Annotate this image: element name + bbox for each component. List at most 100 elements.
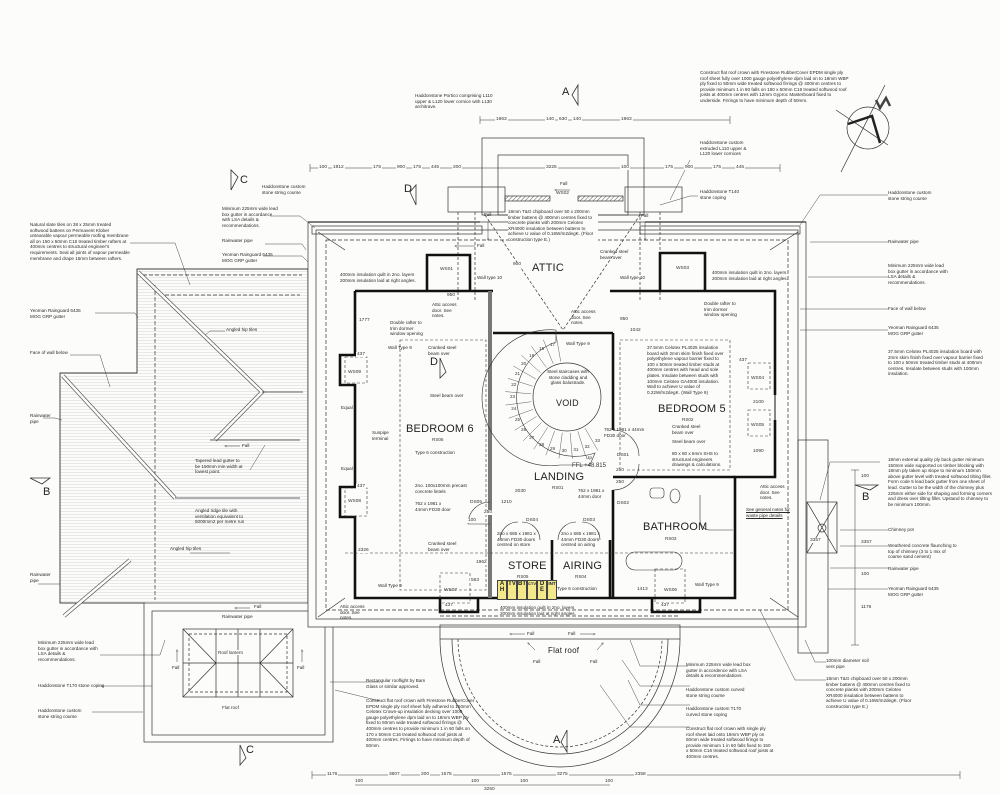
note-attic-access: Attic access door. See notes. [340, 604, 365, 621]
note-yeoman-gutter: Yeoman Rainguard 6435 MOG GRP gutter [888, 325, 939, 336]
dimension-label: 1210 [500, 500, 513, 505]
dimension-label: 563 [470, 578, 481, 583]
dimension-label: 1575 [440, 772, 453, 777]
stair-number: 25 [515, 416, 521, 422]
room-code-bedroom-5: RS02 [682, 417, 694, 422]
dimension-label: 1176 [326, 772, 339, 777]
note-stair-up: Up [586, 455, 592, 460]
note-lintels: 2no. 100x100mm precast concrete lintels [415, 483, 467, 494]
stair-number: 29 [550, 446, 556, 452]
stair-tread [531, 346, 547, 368]
fall-label: Fall [484, 212, 492, 217]
dimension-label: 2326 [357, 548, 370, 553]
section-marker-c: C [240, 174, 248, 186]
stair-number: 18 [539, 346, 545, 352]
label-flat-roof-bay: Flat roof [548, 646, 580, 655]
dimension-label: 950 [446, 293, 457, 298]
dimension-label: 250 [615, 468, 626, 473]
note-face-of-wall: Face of wall below [888, 306, 926, 311]
note-rainwater-pipe: Rainwater pipe [30, 572, 51, 583]
note-rainwater-pipe: Rainwater pipe [222, 614, 253, 619]
dimension-label: 2030 [514, 489, 527, 494]
fall-label: Fall [242, 443, 250, 448]
dimension-label: 950 [619, 317, 630, 322]
stair-tread [514, 416, 537, 431]
section-marker-b: B [862, 491, 870, 503]
note-wall-type: Wall Type 9 [566, 341, 590, 346]
note-sunpipe: Sunpipe terminal [372, 430, 389, 441]
note-box-gutter: Minimum 225mm wide lead box gutter in ac… [222, 206, 278, 228]
store-label: AH [497, 580, 507, 600]
note-soil-vent-pipe: 100mm diameter soil vent pipe [826, 658, 869, 669]
window-tag: WS09 [348, 370, 362, 375]
room-label-bedroom-6: BEDROOM 6 [406, 423, 474, 435]
dimension-label: 1777 [358, 318, 371, 323]
portico [447, 137, 683, 331]
stair-number: 33 [594, 438, 600, 444]
stair-number: 31 [573, 447, 579, 453]
bathroom-fixtures [625, 487, 733, 571]
note-rainwater-pipe: Rainwater pipe [222, 238, 253, 243]
stair-number: 28 [539, 441, 545, 447]
stair-number: 24 [511, 405, 517, 411]
section-marker-d: D [430, 356, 438, 368]
dimension-label: 1176 [860, 605, 873, 610]
stair-tread [505, 391, 532, 395]
note-construction-type: Type 6 construction [557, 586, 597, 591]
dimension-label: 3250 [483, 787, 496, 792]
dimension-label: 1413 [636, 587, 649, 592]
note-string-course: Haddonstone custom stone string course [38, 708, 82, 719]
section-marker-b: B [43, 486, 51, 498]
room-code-store: RS05 [517, 574, 529, 579]
dimension-label: 3607 [388, 772, 401, 777]
stair-tread [569, 432, 573, 459]
stair-tread [543, 339, 554, 364]
note-t140-coping: Haddonstone T140 stone coping [700, 189, 739, 200]
door-tag: DS03 [583, 518, 595, 523]
room-code-landing: RS01 [552, 485, 564, 490]
room-label-void: VOID [556, 398, 579, 408]
dimension-label: 1090 [752, 449, 765, 454]
dimension-label: 250 [615, 480, 626, 485]
dimension-label: 200 [452, 165, 463, 170]
note-door-spec: 2no x 686 x 1981 x 44mm FD30 doors centr… [497, 531, 536, 548]
window-tag: WS05 [751, 423, 765, 428]
window-tag: WS03 [676, 266, 690, 271]
fall-label: Fall [590, 659, 598, 664]
dimension-label: 1575 [500, 772, 513, 777]
window-tag: WS07 [444, 588, 458, 593]
note-wall-type: Wall Type 9 [388, 345, 412, 350]
note-wall-type: Wall type 10 [477, 275, 503, 280]
note-chimney-pot: Chimney pot [888, 527, 914, 532]
store-label: INT [547, 580, 557, 600]
note-wall-type: Wall Type 9 [695, 582, 719, 587]
fall-label: Fall [533, 659, 541, 664]
dimension-label: 200 [420, 772, 431, 777]
fall-label: Fall [560, 181, 568, 186]
dimension-label: 900 [512, 262, 523, 267]
fall-arrows [177, 190, 645, 662]
store-label: CTV [527, 580, 537, 600]
dimension-label: 100 [467, 518, 478, 523]
note-door-spec: 762 x 1981 x 44mm door [578, 488, 605, 499]
note-ridge-tile: Angled ridge tile with ventilation equiv… [195, 508, 245, 525]
door-tag: DS01 [617, 453, 629, 458]
store-label: TV [507, 580, 517, 600]
north-arrow-icon [835, 84, 892, 173]
spiral-staircase [481, 329, 602, 466]
note-shs: 80 x 80 x 5mm SHS to structural engineer… [672, 451, 722, 468]
stair-number: 27 [529, 435, 535, 441]
note-steel-beam: Steel beam over [430, 393, 464, 398]
left-hip-roof [59, 268, 309, 621]
stair-tread [577, 431, 586, 457]
dimension-label: 1962 [475, 560, 488, 565]
stair-number: 21 [515, 371, 521, 377]
dimension-label: 140 [572, 117, 583, 122]
dimension-label: 3275 [556, 772, 569, 777]
stair-number: 20 [521, 361, 527, 367]
ffl-level: FFL +48.815 [572, 463, 606, 469]
dimension-label: 437 [356, 352, 367, 357]
note-flaunching: Weathered concrete flaunching to top of … [888, 543, 957, 560]
stair-number: 26 [521, 426, 527, 432]
